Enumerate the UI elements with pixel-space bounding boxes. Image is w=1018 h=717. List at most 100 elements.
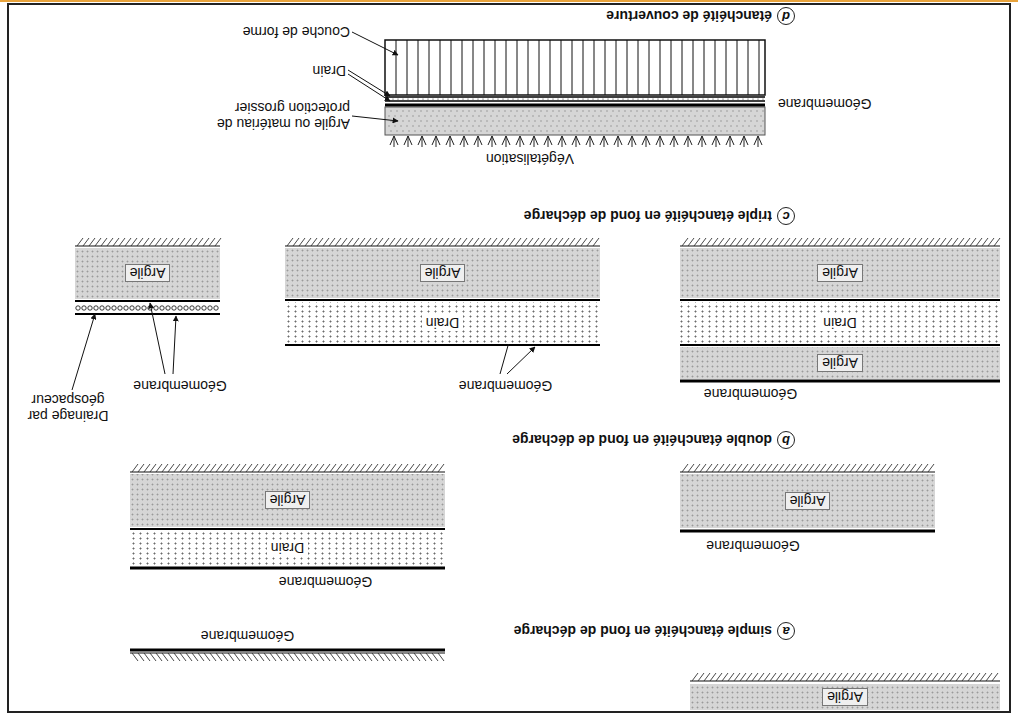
- ground-hatch: [892, 464, 898, 472]
- stipple: [652, 115, 653, 116]
- geomembrane-line: [75, 300, 220, 302]
- geospacer-cell: [124, 306, 128, 310]
- drain-dot: [467, 98, 468, 99]
- leader-line: [173, 316, 176, 374]
- ground-hatch: [766, 238, 772, 246]
- drain-dot: [607, 98, 608, 99]
- stipple: [420, 110, 421, 111]
- ground-hatch: [802, 464, 808, 472]
- ground-hatch: [545, 238, 551, 246]
- ground-hatch: [138, 464, 144, 472]
- layer-name: Argile: [125, 265, 171, 283]
- ground-hatch: [778, 464, 784, 472]
- stripe: [451, 40, 452, 95]
- ground-hatch: [336, 464, 342, 472]
- grass: [670, 136, 674, 145]
- stipple: [594, 120, 595, 121]
- ground-hatch: [365, 238, 371, 246]
- grass: [450, 136, 454, 145]
- stipple: [658, 115, 659, 116]
- ground-hatch: [824, 673, 830, 681]
- ground-hatch: [860, 673, 866, 681]
- ground-hatch: [539, 238, 545, 246]
- ground-hatch: [191, 238, 197, 246]
- drain-dot: [582, 98, 583, 99]
- ground-hatch: [754, 238, 760, 246]
- ground-hatch: [944, 673, 950, 681]
- stipple: [528, 120, 529, 121]
- ground-hatch: [432, 653, 438, 661]
- ground-hatch: [826, 238, 832, 246]
- stipple: [510, 130, 511, 131]
- ground-hatch: [698, 673, 704, 681]
- stipple: [540, 120, 541, 121]
- drain-dot: [727, 98, 728, 99]
- stipple: [466, 125, 467, 126]
- stipple: [546, 120, 547, 121]
- stipple: [594, 110, 595, 111]
- stipple: [414, 110, 415, 111]
- ground-hatch: [324, 464, 330, 472]
- grass: [502, 136, 506, 145]
- stipple: [750, 110, 751, 111]
- ground-hatch: [980, 673, 986, 681]
- ground-hatch: [850, 464, 856, 472]
- stipple: [396, 130, 397, 131]
- ground-hatch: [330, 464, 336, 472]
- ground-hatch: [455, 238, 461, 246]
- stipple: [726, 110, 727, 111]
- ground-hatch: [299, 238, 305, 246]
- ground-hatch: [932, 673, 938, 681]
- geospacer-cell: [166, 306, 170, 310]
- stipple: [426, 110, 427, 111]
- stipple: [480, 120, 481, 121]
- stipple: [582, 110, 583, 111]
- ground-hatch: [820, 464, 826, 472]
- stipple: [642, 130, 643, 131]
- geospacer-cell: [172, 306, 176, 310]
- leader-line: [352, 32, 398, 55]
- stripe: [671, 40, 672, 95]
- ground-hatch: [324, 653, 330, 661]
- stipple: [414, 130, 415, 131]
- drain-dot: [507, 98, 508, 99]
- drain-dot: [427, 98, 428, 99]
- ground-hatch: [390, 653, 396, 661]
- ground-hatch: [916, 238, 922, 246]
- stripe: [715, 40, 716, 95]
- ground-hatch: [414, 653, 420, 661]
- geomembrane-line: [285, 299, 600, 301]
- ground-hatch: [712, 464, 718, 472]
- ground-hatch: [940, 238, 946, 246]
- stipple: [388, 115, 389, 116]
- section-letter: a: [777, 622, 795, 640]
- ground-hatch: [287, 238, 293, 246]
- stipple: [756, 130, 757, 131]
- stripe: [550, 40, 551, 95]
- grass: [614, 136, 618, 145]
- membrane-label: Géomembrane: [688, 538, 818, 554]
- grass: [464, 136, 468, 145]
- stipple: [430, 125, 431, 126]
- ground-hatch: [396, 464, 402, 472]
- stipple: [558, 120, 559, 121]
- forme-label: Couche de forme: [222, 24, 350, 40]
- ground-hatch: [826, 464, 832, 472]
- geospacer-cell: [184, 306, 188, 310]
- ground-hatch: [179, 238, 185, 246]
- ground-hatch: [796, 464, 802, 472]
- stipple: [490, 115, 491, 116]
- ground-hatch: [904, 238, 910, 246]
- stipple: [540, 110, 541, 111]
- stipple: [580, 125, 581, 126]
- ground-hatch: [149, 238, 155, 246]
- stipple: [564, 110, 565, 111]
- ground-hatch: [908, 673, 914, 681]
- stipple: [400, 125, 401, 126]
- stripe: [594, 40, 595, 95]
- stipple: [730, 115, 731, 116]
- stipple: [720, 110, 721, 111]
- ground-hatch: [922, 238, 928, 246]
- grass: [726, 136, 730, 145]
- stipple: [748, 125, 749, 126]
